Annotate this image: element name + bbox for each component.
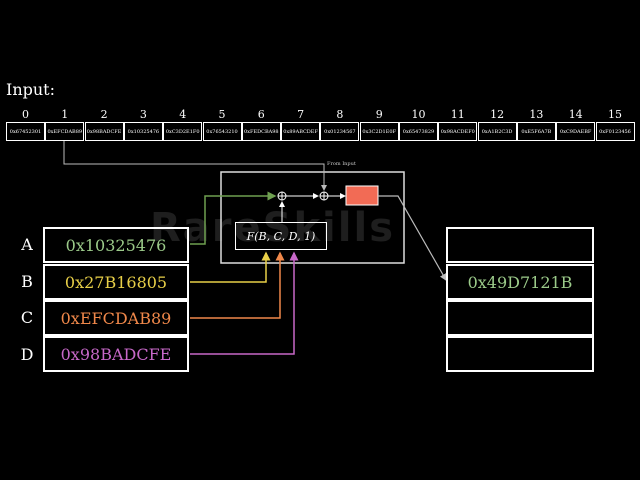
register-b-value: 0x27B16805: [43, 264, 189, 300]
register-b-arrow: [190, 251, 271, 283]
input-index: 13: [529, 108, 544, 121]
register-b-label: B: [21, 272, 33, 291]
register-a-label: A: [21, 235, 33, 254]
output-register-c: [446, 300, 594, 336]
input-word-cell: 0xFEDCBA98: [241, 122, 281, 141]
input-index: 15: [608, 108, 622, 121]
output-arrow: [378, 195, 447, 282]
input-word-cell: 0x76543210: [202, 122, 242, 141]
function-box: F(B, C, D, 1): [235, 222, 327, 250]
input-index: 8: [336, 108, 344, 121]
output-register-d: [446, 336, 594, 372]
input-index: 4: [179, 108, 187, 121]
input-index: 12: [490, 108, 505, 121]
input-index: 10: [411, 108, 426, 121]
output-register-b: 0x49D7121B: [446, 264, 594, 300]
input-word-cell: 0x10325476: [123, 122, 163, 141]
input-index: 1: [61, 108, 69, 121]
register-c-value: 0xEFCDAB89: [43, 300, 189, 336]
input-index: 2: [100, 108, 108, 121]
register-d-label: D: [20, 345, 34, 364]
adder-2-icon: [319, 191, 329, 201]
from-input-connector: [63, 141, 327, 191]
input-index: 0: [22, 108, 29, 121]
input-word-cell: 0xC9DAEBF: [556, 122, 596, 141]
register-c-arrow: [190, 251, 285, 319]
input-word-cell: 0xC3D2E1F0: [163, 122, 203, 141]
input-word-cell: 0x01234567: [320, 122, 360, 141]
register-a-value: 0x10325476: [43, 227, 189, 263]
input-index: 7: [297, 108, 305, 121]
input-word-cell: 0xA1B2C3D: [477, 122, 517, 141]
input-word-cell: 0x98BADCFE: [84, 122, 124, 141]
from-input-label: From Input: [327, 161, 356, 167]
input-word-cell: 0x98ACDEF0: [438, 122, 478, 141]
input-word-cell: 0x65473829: [399, 122, 438, 141]
input-index: 11: [450, 108, 465, 121]
input-index: 14: [568, 108, 583, 121]
input-word-cell: 0x3C2D1E0F: [359, 122, 399, 141]
register-d-arrow: [190, 251, 299, 355]
input-word-cell: 0xF0123456: [595, 122, 635, 141]
input-index: 6: [257, 108, 265, 121]
register-a-arrow: [190, 191, 277, 245]
input-index: 3: [139, 108, 147, 121]
input-word-cell: 0x67452301: [6, 122, 45, 141]
constant-box: [345, 185, 379, 206]
input-word-cell: 0xE5F6A7B: [516, 122, 556, 141]
input-label: Input:: [6, 80, 55, 99]
input-word-cell: 0xEFCDAB89: [45, 122, 85, 141]
adder-1-icon: [277, 191, 287, 201]
input-index: 9: [375, 108, 383, 121]
output-register-a: [446, 227, 594, 263]
input-index: 5: [218, 108, 226, 121]
input-word-cell: 0x89ABCDEF: [281, 122, 321, 141]
operation-box: [220, 171, 405, 264]
register-d-value: 0x98BADCFE: [43, 336, 189, 372]
register-c-label: C: [20, 308, 34, 327]
